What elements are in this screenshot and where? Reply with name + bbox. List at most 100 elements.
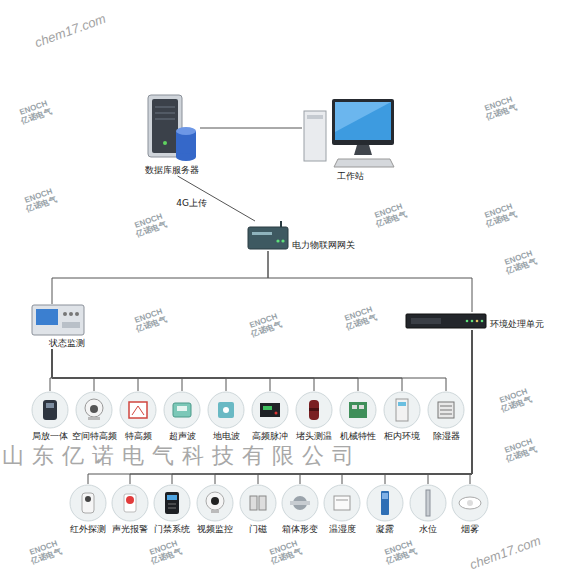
gw-icon (247, 221, 289, 251)
connector-line (52, 349, 314, 391)
circle-icon (163, 391, 201, 429)
sensor-circle: 烟雾 (451, 484, 489, 535)
node-label: 特高频 (125, 431, 152, 442)
node-label: 高频脉冲 (252, 431, 288, 442)
icon-part (411, 318, 441, 324)
icon-part (177, 406, 187, 411)
icon-part (176, 127, 196, 135)
site-watermark: chem17.com (468, 532, 543, 572)
sensor-circle: 声光报警 (111, 484, 149, 535)
icon-part (155, 107, 175, 119)
icon-circle (208, 392, 244, 428)
icon-circle (240, 485, 276, 521)
connector-line (52, 349, 182, 391)
circle-icon (383, 391, 421, 429)
icon-part (152, 99, 178, 153)
brand-watermark: ENOCH 亿诺电气 (480, 200, 520, 229)
connector-line (385, 330, 472, 484)
node-label: 除湿器 (433, 431, 460, 442)
node-label: 箱体形变 (282, 524, 318, 535)
connector-line (52, 349, 138, 391)
circle-icon (153, 484, 191, 522)
sensor-circle: 除湿器 (427, 391, 465, 442)
icon-part (336, 500, 348, 501)
icon-part (85, 399, 103, 417)
icon-part (124, 494, 136, 512)
node-label: 机械特性 (340, 431, 376, 442)
icon-part (359, 405, 364, 409)
icon-part (334, 496, 350, 510)
icon-part (88, 417, 100, 420)
icon-part (381, 491, 389, 515)
status-monitor: 状态监测 (31, 304, 85, 349)
icon-circle (428, 392, 464, 428)
brand-watermark: ENOCH 亿诺电气 (370, 200, 410, 229)
icon-part (82, 493, 94, 513)
server-icon (144, 93, 200, 163)
node-label: 环境处理单元 (490, 319, 544, 330)
sensor-circle: 凝露 (366, 484, 404, 535)
environment-unit: 环境处理单元 (405, 312, 544, 330)
connector-line (52, 251, 268, 304)
circle-icon (323, 484, 361, 522)
icon-circle (410, 485, 446, 521)
sensor-circle: 高频脉冲 (251, 391, 289, 442)
icon-part (304, 111, 326, 161)
icon-part (32, 305, 84, 335)
connector-line (52, 349, 358, 391)
connector-line (52, 349, 402, 391)
icon-part (211, 510, 219, 513)
circle-icon (75, 391, 113, 429)
sensor-circle: 门磁 (239, 484, 277, 535)
icon-part (173, 403, 191, 417)
sensor-circle: 局放一体 (31, 391, 69, 442)
icon-part (309, 400, 319, 420)
node-label: 地电波 (213, 431, 240, 442)
node-label: 视频监控 (197, 524, 233, 535)
connector-line (428, 330, 472, 484)
icon-part (85, 496, 91, 502)
node-label: 温湿度 (329, 524, 356, 535)
site-watermark: chem17.com (33, 10, 108, 50)
icon-part (476, 320, 479, 323)
icon-part (167, 495, 177, 500)
icon-part (332, 99, 394, 145)
icon-part (62, 322, 80, 328)
icon-part (334, 159, 394, 167)
node-label: 红外探测 (70, 524, 106, 535)
node-label: 门禁系统 (154, 524, 190, 535)
icon-part (349, 402, 367, 418)
icon-part (276, 239, 279, 242)
node-label: 烟雾 (461, 524, 479, 535)
icon-part (223, 407, 229, 413)
icon-part (129, 402, 147, 418)
icon-circle (296, 392, 332, 428)
icon-circle (197, 485, 233, 521)
circle-icon (295, 391, 333, 429)
icon-part (471, 320, 474, 323)
icon-circle (32, 392, 68, 428)
icon-part (36, 309, 58, 325)
icon-part (396, 399, 408, 421)
icon-circle (252, 392, 288, 428)
icon-part (481, 320, 484, 323)
icon-circle (164, 392, 200, 428)
icon-part (168, 504, 176, 508)
icon-part (46, 403, 54, 408)
sensor-circle: 超声波 (163, 391, 201, 442)
icon-part (163, 141, 167, 145)
node-label: 电力物联网网关 (292, 240, 355, 251)
circle-icon (251, 391, 289, 429)
icon-circle (282, 485, 318, 521)
icon-part (259, 496, 266, 510)
icon-circle (340, 392, 376, 428)
brand-watermark: ENOCH 亿诺电气 (15, 97, 55, 126)
status-icon (31, 304, 85, 336)
icon-part (75, 312, 79, 316)
brand-watermark: ENOCH 亿诺电气 (480, 93, 520, 122)
icon-part (281, 239, 284, 242)
circle-icon (427, 391, 465, 429)
icon-part (218, 402, 234, 418)
circle-icon (451, 484, 489, 522)
